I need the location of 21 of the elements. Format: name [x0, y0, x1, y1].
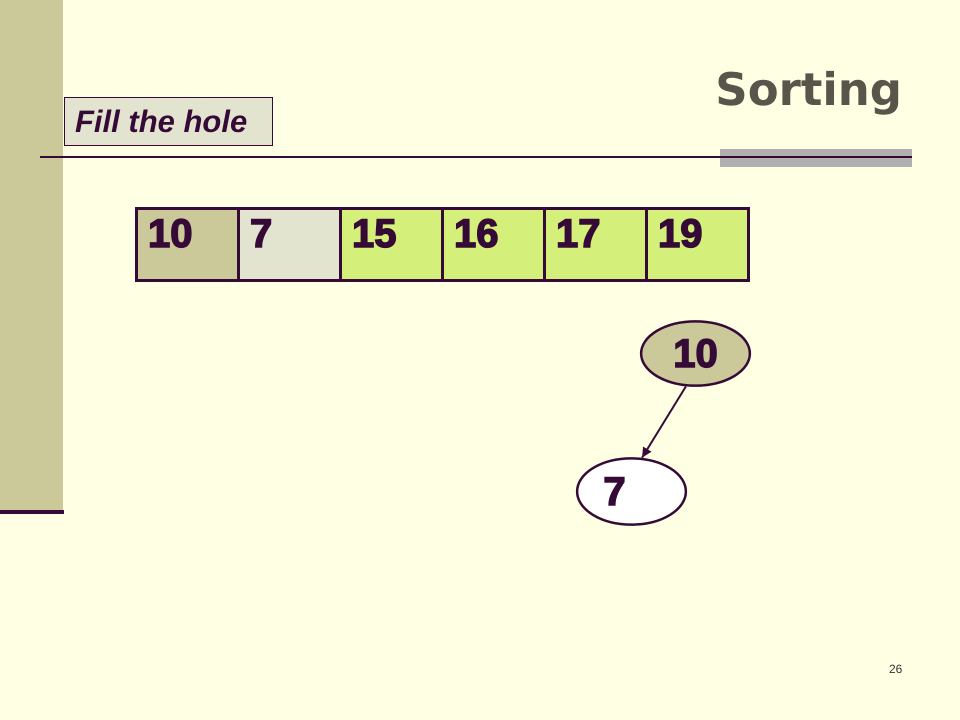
slide-title: Sorting — [715, 62, 902, 118]
cell-value: 19 — [658, 212, 702, 256]
tree-node — [640, 320, 751, 387]
subtitle-text: Fill the hole — [75, 104, 248, 140]
arrow — [641, 386, 687, 458]
cell-value: 16 — [454, 212, 498, 256]
page-number: 26 — [889, 662, 902, 676]
cell-value: 17 — [556, 212, 600, 256]
array-cell — [645, 207, 750, 282]
cell-value: 10 — [148, 212, 192, 256]
array-cell — [543, 207, 648, 282]
tree-node — [576, 457, 687, 526]
array-cell — [441, 207, 546, 282]
cell-value: 7 — [250, 212, 272, 256]
label-box — [64, 97, 273, 146]
cell-value: 15 — [352, 212, 396, 256]
array-cell — [339, 207, 444, 282]
array-cell — [237, 207, 342, 282]
node-value: 7 — [603, 470, 626, 514]
node-value: 10 — [673, 332, 718, 376]
array-cell — [135, 207, 240, 282]
